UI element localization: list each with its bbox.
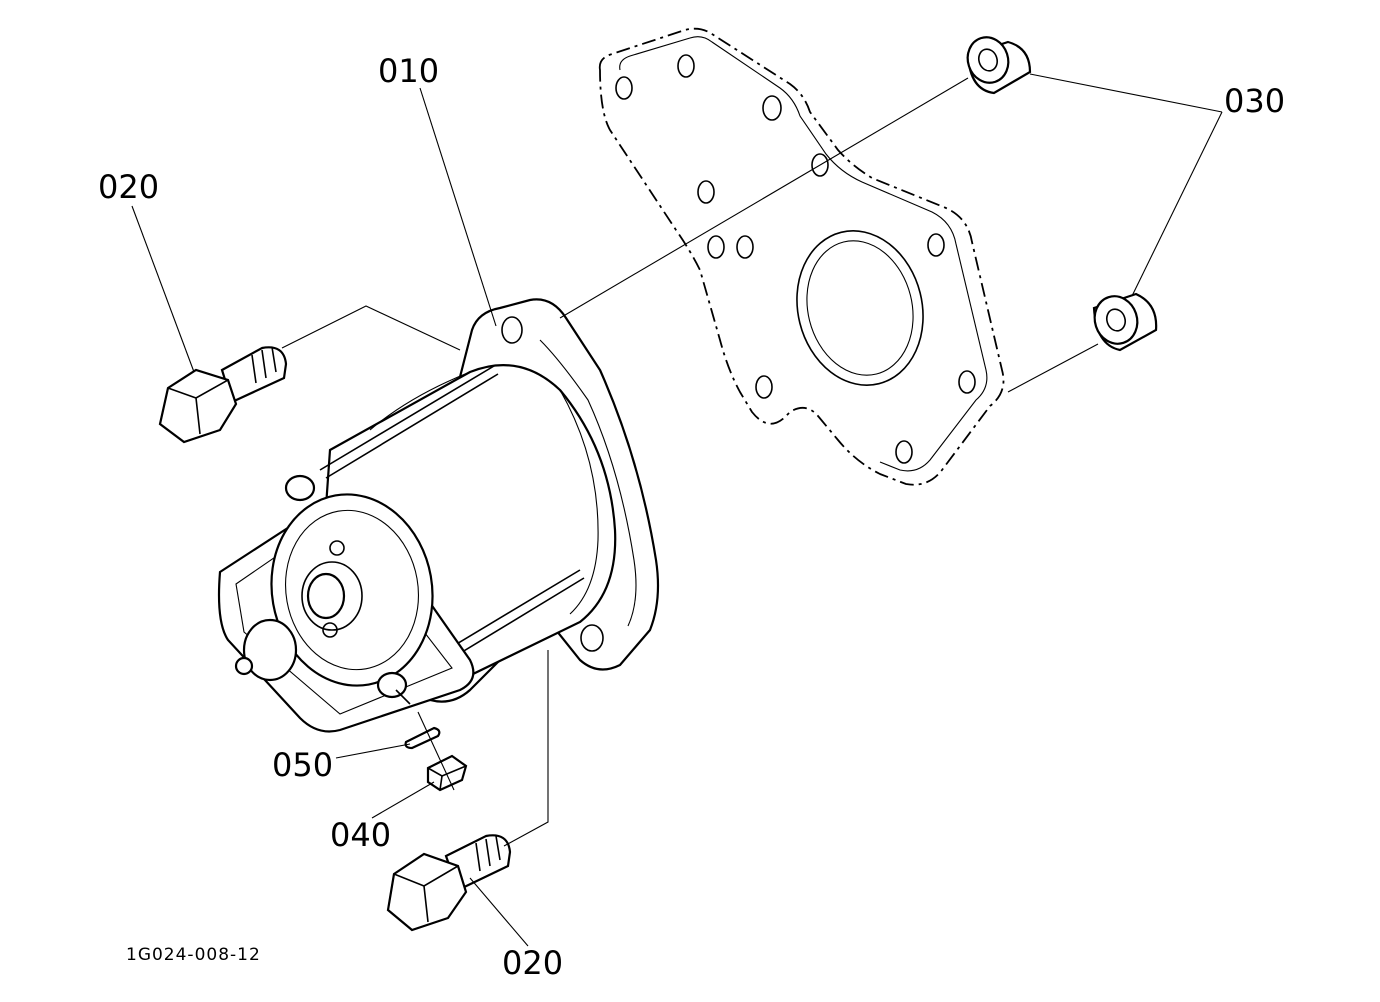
washer [404,726,441,750]
label-020-lower: 020 [502,944,563,982]
label-010: 010 [378,52,439,90]
label-040: 040 [330,816,391,854]
mounting-plate [598,27,1005,486]
nut [426,754,468,792]
bolt-lower [386,834,512,932]
assembly-lines [281,77,1099,847]
callouts: 010 020 030 050 040 020 1G024-008-12 [98,52,1285,982]
label-020-upper: 020 [98,168,159,206]
drawing-id: 1G024-008-12 [126,945,261,965]
label-030: 030 [1224,82,1285,120]
collar-lower [1092,292,1158,352]
collar-upper [966,36,1032,95]
starter-motor [217,298,660,733]
bolt-upper [158,346,288,444]
label-050: 050 [272,746,333,784]
leader-lines [131,73,1223,947]
